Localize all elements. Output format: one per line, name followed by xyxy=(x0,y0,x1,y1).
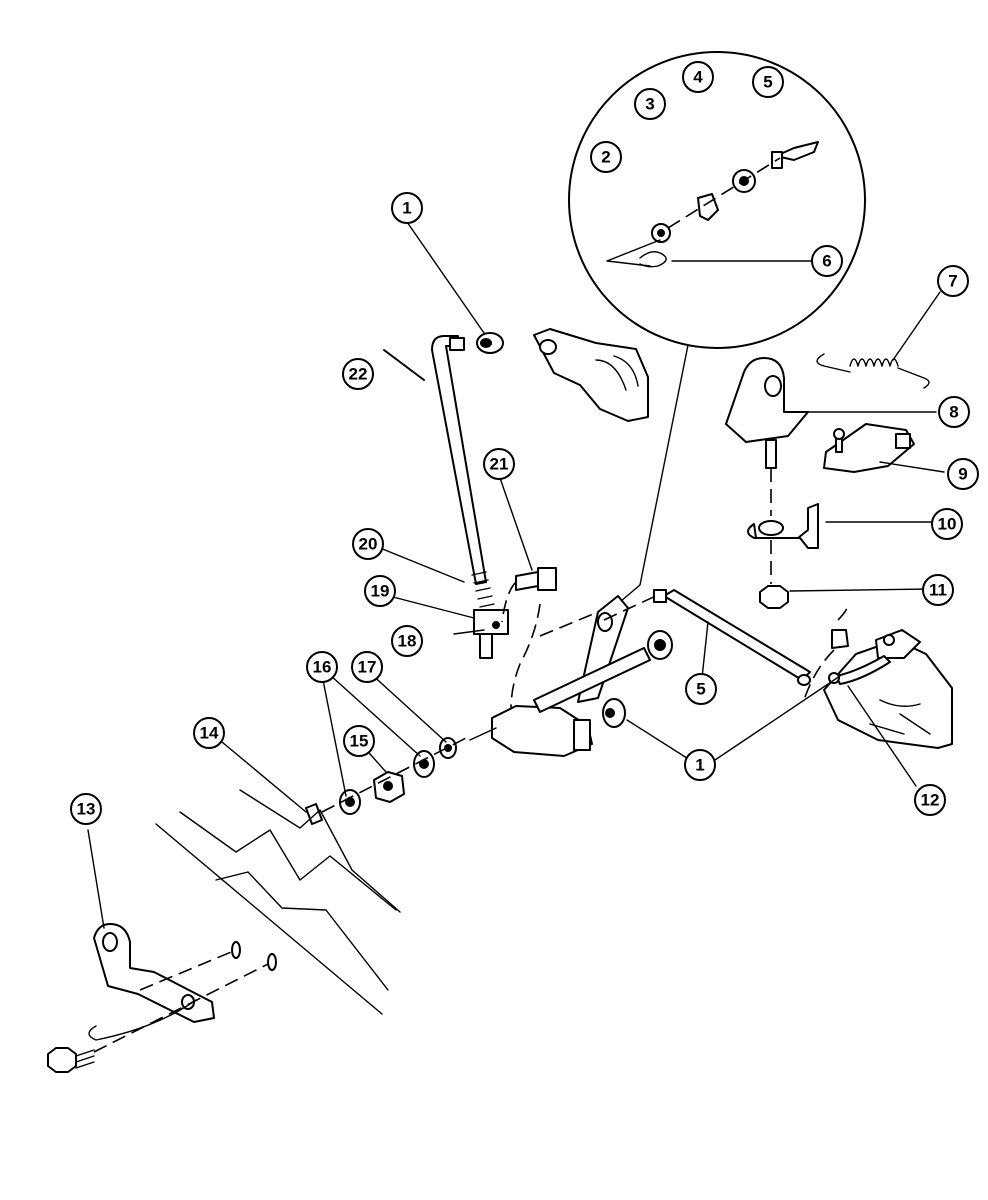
callout-2: 2 xyxy=(590,141,622,173)
svg-text:8: 8 xyxy=(949,403,958,422)
leader-1-lower xyxy=(714,675,841,761)
cotter-pin-part xyxy=(606,239,667,268)
swivel-assembly xyxy=(453,567,557,725)
callout-18: 18 xyxy=(391,625,423,657)
svg-text:7: 7 xyxy=(948,272,957,291)
callout-14: 14 xyxy=(193,717,225,749)
shift-rod xyxy=(383,335,495,608)
callout-5-detail: 5 xyxy=(752,66,784,98)
callout-6: 6 xyxy=(811,245,843,277)
callout-13: 13 xyxy=(70,793,102,825)
svg-text:13: 13 xyxy=(77,800,96,819)
callout-16: 16 xyxy=(306,651,338,683)
svg-text:1: 1 xyxy=(402,199,411,218)
callout-21: 21 xyxy=(483,448,515,480)
svg-text:4: 4 xyxy=(693,68,703,87)
svg-text:6: 6 xyxy=(822,252,831,271)
svg-text:12: 12 xyxy=(921,791,940,810)
svg-text:17: 17 xyxy=(358,658,377,677)
transmission-case xyxy=(803,603,953,787)
callout-11: 11 xyxy=(922,574,954,606)
lever-9 xyxy=(823,423,945,473)
svg-text:19: 19 xyxy=(371,582,390,601)
svg-text:1: 1 xyxy=(695,756,704,775)
callout-10: 10 xyxy=(931,508,963,540)
return-spring xyxy=(816,291,941,389)
callout-4: 4 xyxy=(682,61,714,93)
callout-19: 19 xyxy=(364,575,396,607)
nut-11 xyxy=(759,540,933,609)
svg-text:5: 5 xyxy=(763,73,772,92)
svg-text:20: 20 xyxy=(359,535,378,554)
svg-text:11: 11 xyxy=(929,581,947,600)
svg-text:22: 22 xyxy=(349,365,368,384)
link-rod xyxy=(603,589,811,686)
svg-text:21: 21 xyxy=(490,455,509,474)
svg-text:5: 5 xyxy=(696,680,705,699)
callout-12: 12 xyxy=(914,784,946,816)
callout-7: 7 xyxy=(937,265,969,297)
svg-text:14: 14 xyxy=(200,724,219,743)
callout-17: 17 xyxy=(351,651,383,683)
svg-text:2: 2 xyxy=(601,148,610,167)
housing-bracket xyxy=(533,328,649,422)
clip-10 xyxy=(747,468,933,549)
callout-1-top: 1 xyxy=(391,192,423,224)
svg-text:3: 3 xyxy=(645,95,654,114)
bracket-13 xyxy=(47,829,277,1073)
ball-stud-part xyxy=(775,141,819,161)
callout-1-lower: 1 xyxy=(684,749,716,781)
floor-pan xyxy=(155,789,401,1015)
detail-view xyxy=(568,51,866,613)
svg-text:18: 18 xyxy=(398,632,417,651)
svg-text:9: 9 xyxy=(958,465,967,484)
svg-text:16: 16 xyxy=(313,658,332,677)
callout-3: 3 xyxy=(634,88,666,120)
bracket-8 xyxy=(725,357,937,469)
callout-22: 22 xyxy=(342,358,374,390)
callout-5-link: 5 xyxy=(685,673,717,705)
svg-text:10: 10 xyxy=(938,515,957,534)
callout-20: 20 xyxy=(352,528,384,560)
svg-text:15: 15 xyxy=(350,732,369,751)
callout-15: 15 xyxy=(343,725,375,757)
callout-9: 9 xyxy=(947,458,979,490)
callout-8: 8 xyxy=(938,396,970,428)
